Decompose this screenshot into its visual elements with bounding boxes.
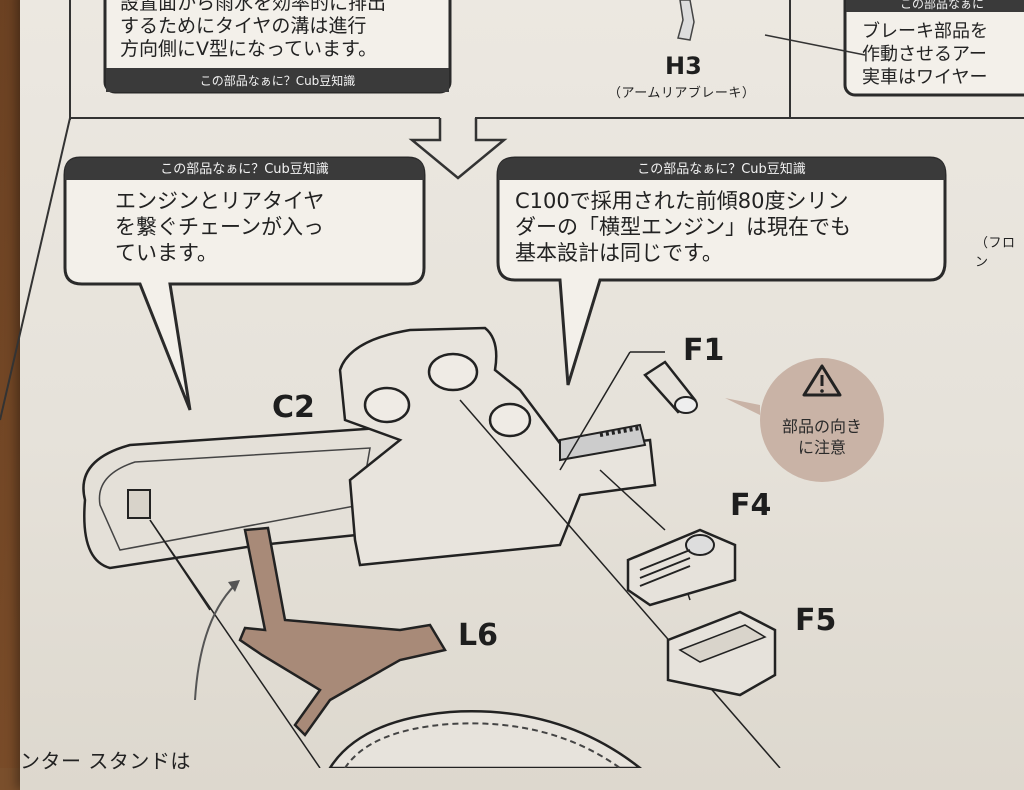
l6-stand-drawing — [238, 526, 447, 737]
left-bubble-header: この部品なぁに？Cub豆知識 — [160, 162, 329, 177]
f5-label: F5 — [795, 603, 837, 638]
h3-part-drawing — [677, 0, 695, 41]
f1-label: F1 — [683, 333, 725, 368]
engine-block-drawing — [338, 326, 657, 567]
top-right-bubble — [843, 0, 1024, 97]
h3-sublabel: （アームリアブレーキ） — [608, 86, 756, 101]
top-right-bubble-text: ブレーキ部品を 作動させるアー 実車はワイヤー — [862, 21, 988, 88]
bottom-left-text: ンター スタンドは — [20, 749, 191, 773]
tire-drawing — [328, 710, 643, 768]
down-arrow-icon — [408, 118, 508, 180]
h3-label: H3 — [665, 52, 702, 80]
top-left-bubble-header: この部品なぁに？Cub豆知識 — [199, 74, 356, 88]
center-bubble-text: C100で採用された前傾80度シリン ダーの「横型エンジン」は現在でも 基本設計… — [515, 189, 851, 265]
top-left-bubble-text: 設置面から雨水を効率的に排出 するためにタイヤの溝は進行 方向側にV型になってい… — [120, 0, 387, 60]
top-right-bubble-header: この部品なぁに — [899, 0, 984, 11]
l6-label: L6 — [458, 618, 498, 653]
warning-circle — [760, 358, 884, 482]
f4-label: F4 — [730, 488, 772, 523]
assembly-diagram — [0, 0, 1024, 768]
warning-text: 部品の向き に注意 — [781, 417, 862, 457]
center-bubble-header: この部品なぁに？Cub豆知識 — [637, 162, 806, 177]
left-bubble-text: エンジンとリアタイヤ を繋ぐチェーンが入っ ています。 — [115, 189, 325, 265]
right-edge-text: （フロン — [975, 236, 1016, 270]
c2-label: C2 — [272, 390, 315, 425]
